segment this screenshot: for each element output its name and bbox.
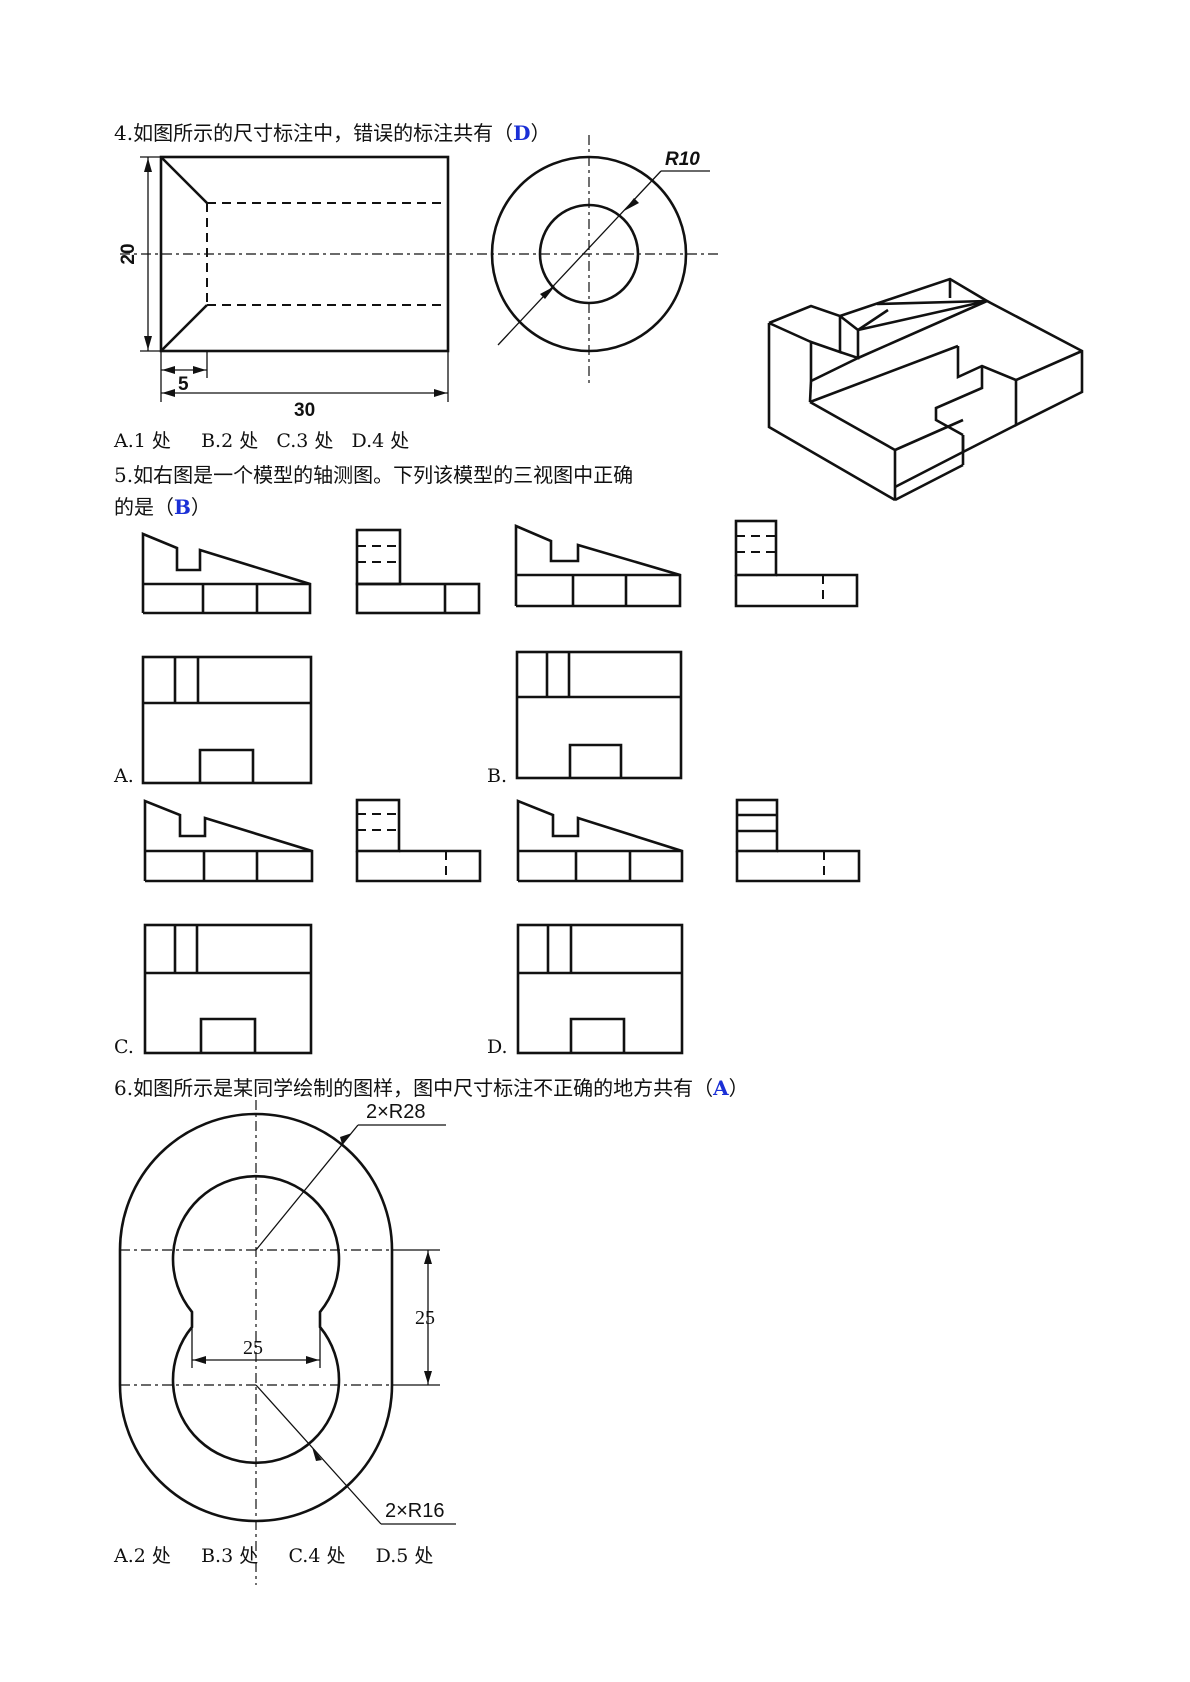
q5-option-d-label: D. (487, 1036, 508, 1058)
q6-dim-height: 25 (415, 1307, 435, 1329)
q6-options: A.2 处 B.3 处 C.4 处 D.5 处 (114, 1545, 434, 1567)
q4-stem: 4.如图所示的尺寸标注中，错误的标注共有（D） (114, 121, 551, 145)
q5-option-b-label: B. (487, 765, 508, 787)
q4-dim-offset: 5 (178, 374, 189, 395)
q6-answer: A (713, 1076, 729, 1100)
q6-dim-outer: 2×R28 (366, 1101, 426, 1123)
q4-dim-length: 30 (294, 400, 315, 421)
q4-dim-height: 20 (118, 243, 139, 264)
q4-answer: D (513, 121, 531, 145)
q5-option-a-label: A. (114, 765, 134, 787)
q5-stem-line1: 5.如右图是一个模型的轴测图。下列该模型的三视图中正确 (114, 463, 634, 487)
q5-option-c-label: C. (114, 1036, 134, 1058)
q5-answer: B (174, 495, 191, 519)
q6-dim-width: 25 (243, 1337, 263, 1359)
q4-dim-radius: R10 (665, 149, 700, 170)
q4-options: A.1 处 B.2 处 C.3 处 D.4 处 (114, 430, 410, 452)
q5-stem-line2: 的是（B） (114, 495, 211, 519)
q6-dim-inner: 2×R16 (385, 1500, 445, 1522)
q6-stem: 6.如图所示是某同学绘制的图样，图中尺寸标注不正确的地方共有（A） (114, 1076, 749, 1100)
